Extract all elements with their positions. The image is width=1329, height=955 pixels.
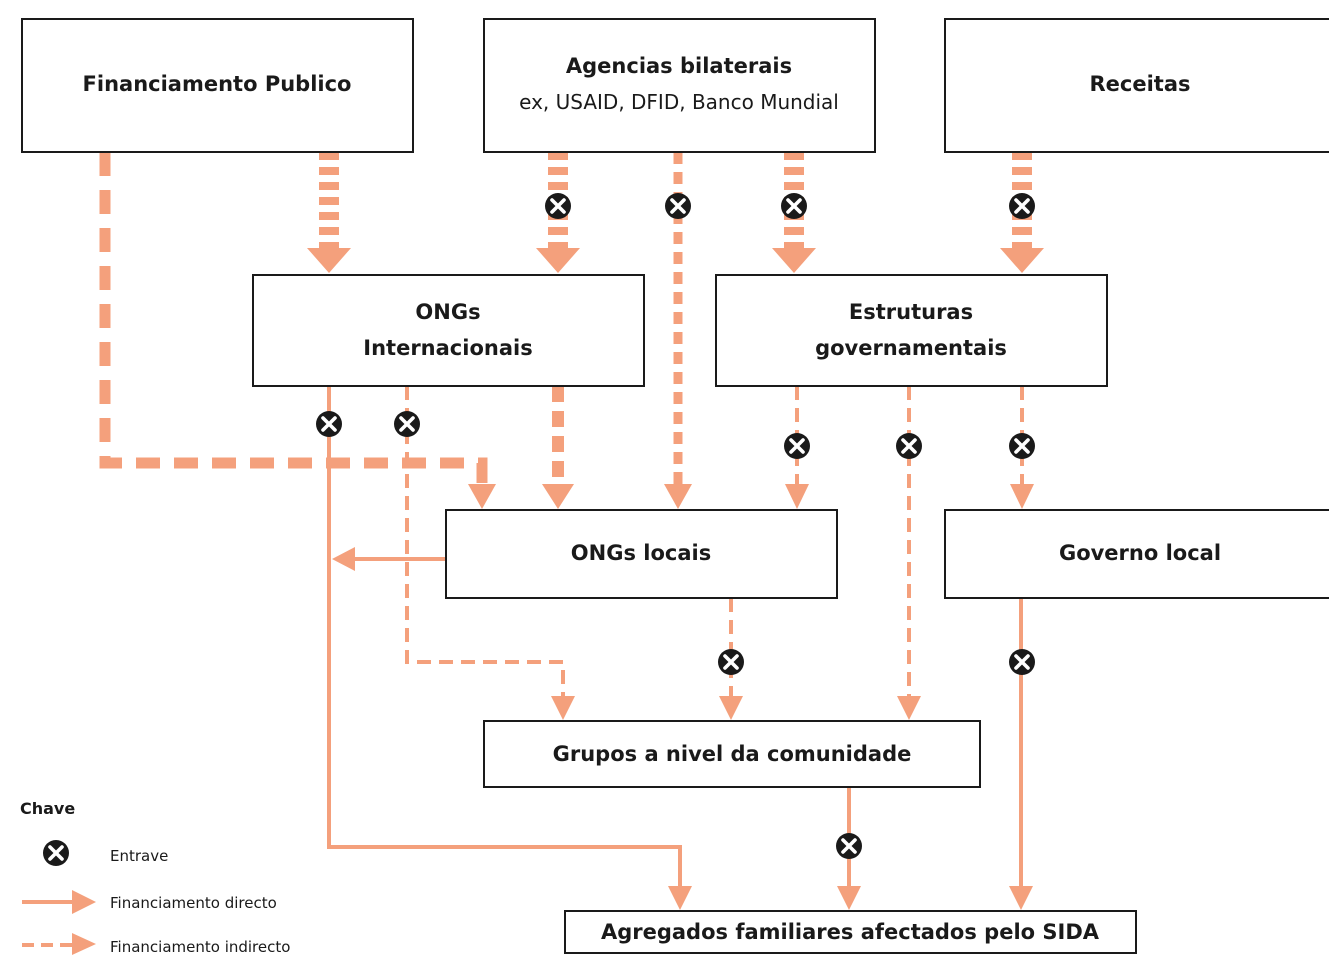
flow-ongs-internacionais-to-grupos — [405, 386, 565, 698]
box-receitas — [944, 18, 1329, 153]
arrowhead — [664, 484, 692, 509]
legend-direct-label: Financiamento directo — [110, 894, 277, 912]
label-ongs-internacionais-line2: Internacionais — [363, 336, 532, 360]
x-circle-icon — [779, 191, 809, 221]
arrowhead — [542, 484, 574, 509]
label-financiamento-publico: Financiamento Publico — [83, 72, 352, 96]
arrowhead — [1000, 248, 1044, 273]
box-estruturas-governamentais — [715, 274, 1108, 387]
box-governo-local — [944, 509, 1329, 599]
box-ongs-internacionais — [252, 274, 645, 387]
x-circle-icon — [782, 431, 812, 461]
node-labels: Financiamento Publico Agencias bilaterai… — [83, 54, 1222, 944]
box-agencias-bilaterais — [483, 18, 876, 153]
arrowhead — [1010, 484, 1034, 509]
x-circle-icon — [392, 409, 422, 439]
arrowhead — [897, 696, 921, 720]
x-circle-icon — [834, 831, 864, 861]
legend-x-circle-icon — [41, 838, 71, 868]
x-circle-icon — [543, 191, 573, 221]
arrowheads — [307, 248, 1044, 910]
arrowhead — [468, 484, 496, 509]
arrowhead — [307, 248, 351, 273]
box-financiamento-publico — [21, 18, 414, 153]
label-agencias-bilaterais-examples: ex, USAID, DFID, Banco Mundial — [519, 90, 839, 114]
label-agencias-bilaterais: Agencias bilaterais — [566, 54, 792, 78]
box-grupos-comunidade — [483, 720, 981, 788]
legend-indirect-label: Financiamento indirecto — [110, 938, 290, 955]
arrowhead — [772, 248, 816, 273]
legend-direct-arrowhead — [72, 890, 96, 914]
label-governo-local: Governo local — [1059, 541, 1221, 565]
arrowhead — [837, 886, 861, 910]
arrowhead — [1009, 886, 1033, 910]
arrowhead — [785, 484, 809, 509]
x-circle-icon — [1007, 191, 1037, 221]
legend-entrave-label: Entrave — [110, 847, 168, 865]
label-estruturas-line1: Estruturas — [849, 300, 973, 324]
x-circle-icon — [716, 647, 746, 677]
label-grupos-comunidade: Grupos a nivel da comunidade — [553, 742, 912, 766]
x-circle-icon — [894, 431, 924, 461]
flow-publico-to-ongs-locais — [99, 152, 488, 484]
box-ongs-locais — [445, 509, 838, 599]
label-receitas: Receitas — [1089, 72, 1190, 96]
flow-ongs-internacionais-to-agregados — [327, 386, 682, 888]
box-agregados-familiares — [564, 910, 1137, 954]
label-ongs-locais: ONGs locais — [571, 541, 711, 565]
x-circle-icon — [1007, 647, 1037, 677]
arrowhead — [668, 886, 692, 910]
legend: Chave Entrave Financiamento directo Fina… — [20, 799, 290, 955]
x-circle-icon — [663, 191, 693, 221]
label-agregados-familiares: Agregados familiares afectados pelo SIDA — [601, 920, 1100, 944]
arrowhead — [551, 696, 575, 720]
label-ongs-internacionais-line1: ONGs — [415, 300, 480, 324]
arrowhead — [332, 547, 355, 571]
node-boxes — [21, 18, 1329, 954]
legend-title: Chave — [20, 799, 75, 818]
x-circle-icon — [1007, 431, 1037, 461]
arrowhead — [719, 696, 743, 720]
label-estruturas-line2: governamentais — [815, 336, 1007, 360]
arrowhead — [536, 248, 580, 273]
legend-indirect-arrowhead — [72, 933, 96, 955]
x-circle-icon — [314, 409, 344, 439]
